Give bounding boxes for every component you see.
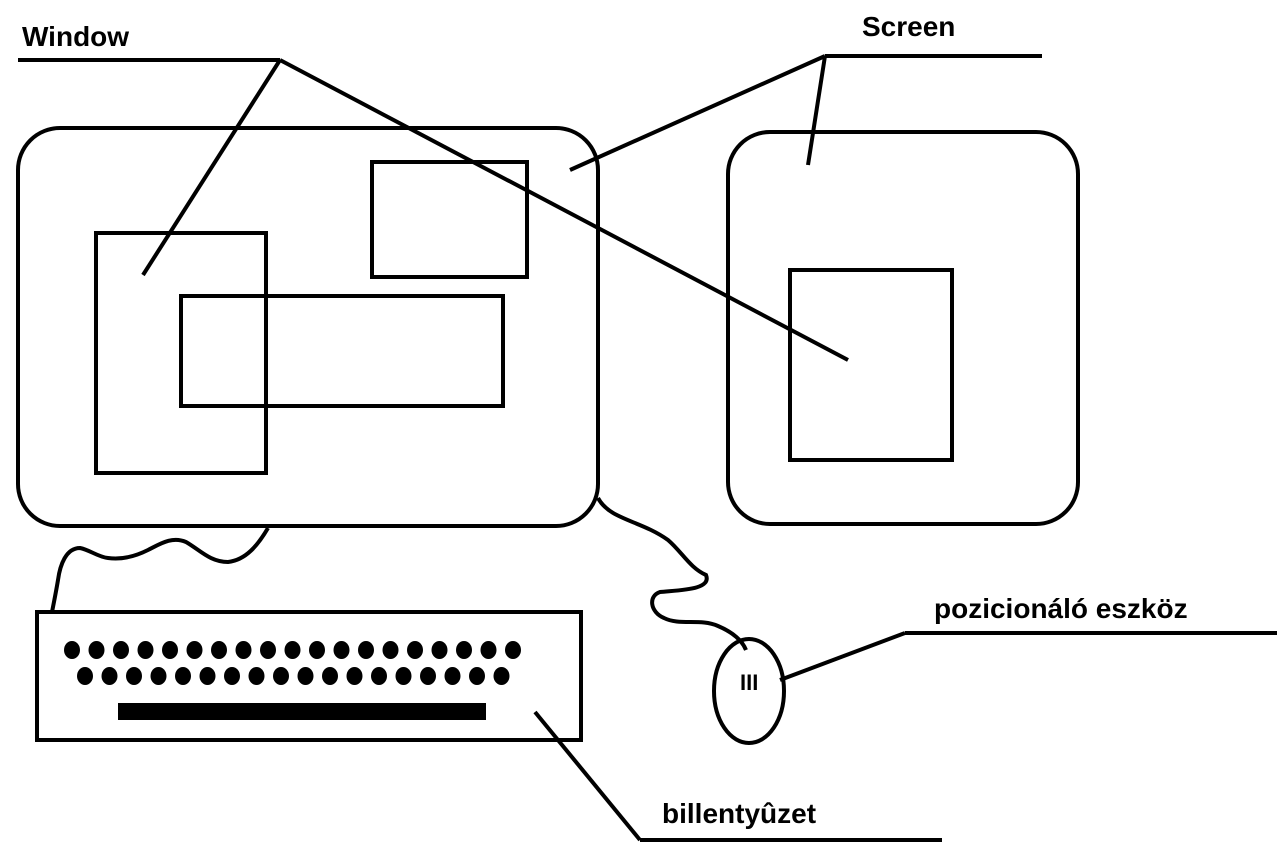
window-leader-1 xyxy=(143,60,280,275)
window-frame-3 xyxy=(181,296,503,406)
screen-leader-2 xyxy=(808,56,825,165)
keyboard-key xyxy=(260,641,276,659)
keyboard-leader xyxy=(535,712,640,840)
keyboard-key xyxy=(126,667,142,685)
keyboard-key xyxy=(77,667,93,685)
keyboard-key xyxy=(285,641,301,659)
keyboard-key xyxy=(298,667,314,685)
keyboard-key xyxy=(445,667,461,685)
keyboard-key xyxy=(494,667,510,685)
left-monitor xyxy=(18,128,598,526)
keyboard-key xyxy=(175,667,191,685)
keyboard-key xyxy=(200,667,216,685)
keyboard-key xyxy=(432,641,448,659)
window-leader-2 xyxy=(280,60,848,360)
keyboard-key xyxy=(358,641,374,659)
right-monitor xyxy=(728,132,1078,524)
keyboard-key xyxy=(113,641,129,659)
keyboard-key xyxy=(138,641,154,659)
keyboard-key xyxy=(273,667,289,685)
keyboard-cable xyxy=(52,528,268,612)
keyboard-key xyxy=(64,641,80,659)
keyboard-key xyxy=(151,667,167,685)
keyboard-key xyxy=(162,641,178,659)
keyboard-key xyxy=(236,641,252,659)
screen-label: Screen xyxy=(862,11,955,42)
mouse-buttons: III xyxy=(740,670,758,695)
keyboard-key xyxy=(322,667,338,685)
keyboard-key xyxy=(469,667,485,685)
screen-leader-1 xyxy=(570,56,825,170)
pointing-device-label: pozicionáló eszköz xyxy=(934,593,1188,624)
keyboard-key xyxy=(89,641,105,659)
keyboard-key xyxy=(309,641,325,659)
keyboard-key xyxy=(407,641,423,659)
keyboard-key xyxy=(211,641,227,659)
keyboard-key xyxy=(187,641,203,659)
keyboard-key xyxy=(371,667,387,685)
keyboard-key xyxy=(383,641,399,659)
pointing-device-leader xyxy=(780,633,905,680)
keyboard-spacebar xyxy=(118,703,486,720)
keyboard-key xyxy=(396,667,412,685)
keyboard-keys xyxy=(64,641,521,685)
window-frame-4 xyxy=(790,270,952,460)
keyboard-key xyxy=(456,641,472,659)
keyboard-key xyxy=(347,667,363,685)
keyboard-key xyxy=(334,641,350,659)
keyboard-key xyxy=(102,667,118,685)
keyboard-key xyxy=(249,667,265,685)
keyboard-key xyxy=(505,641,521,659)
keyboard-label: billentyûzet xyxy=(662,798,816,829)
keyboard-key xyxy=(481,641,497,659)
keyboard-key xyxy=(224,667,240,685)
keyboard-key xyxy=(420,667,436,685)
window-label: Window xyxy=(22,21,129,52)
mouse-cable xyxy=(598,498,746,650)
